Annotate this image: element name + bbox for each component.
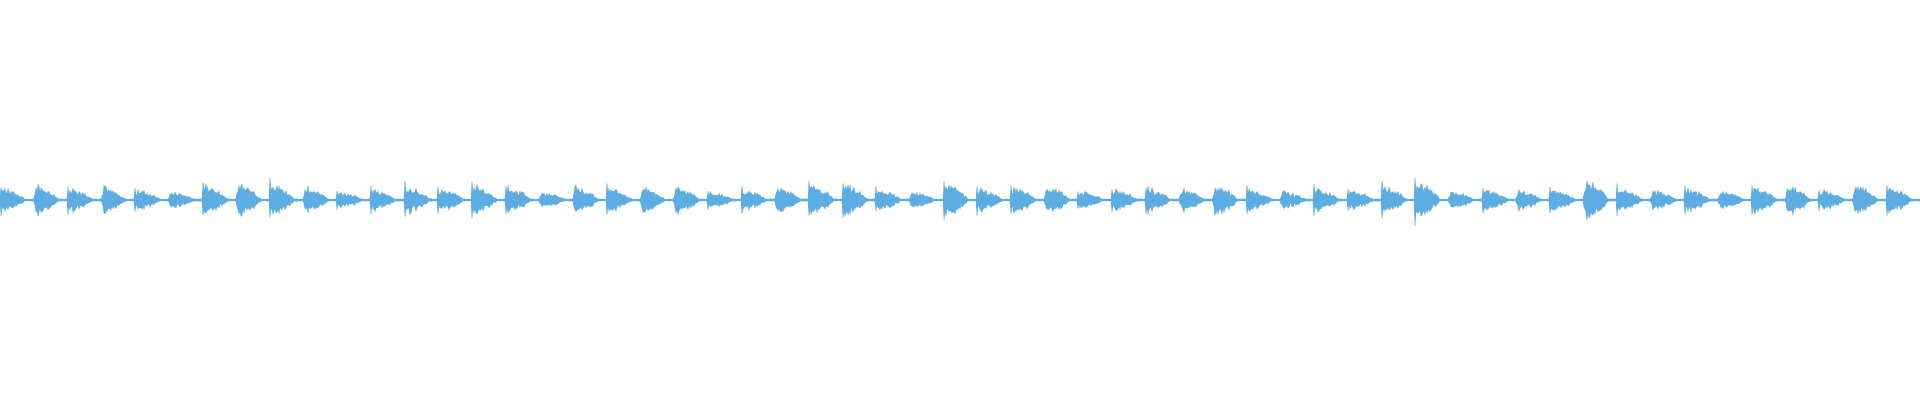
- waveform-shape: [0, 177, 1920, 226]
